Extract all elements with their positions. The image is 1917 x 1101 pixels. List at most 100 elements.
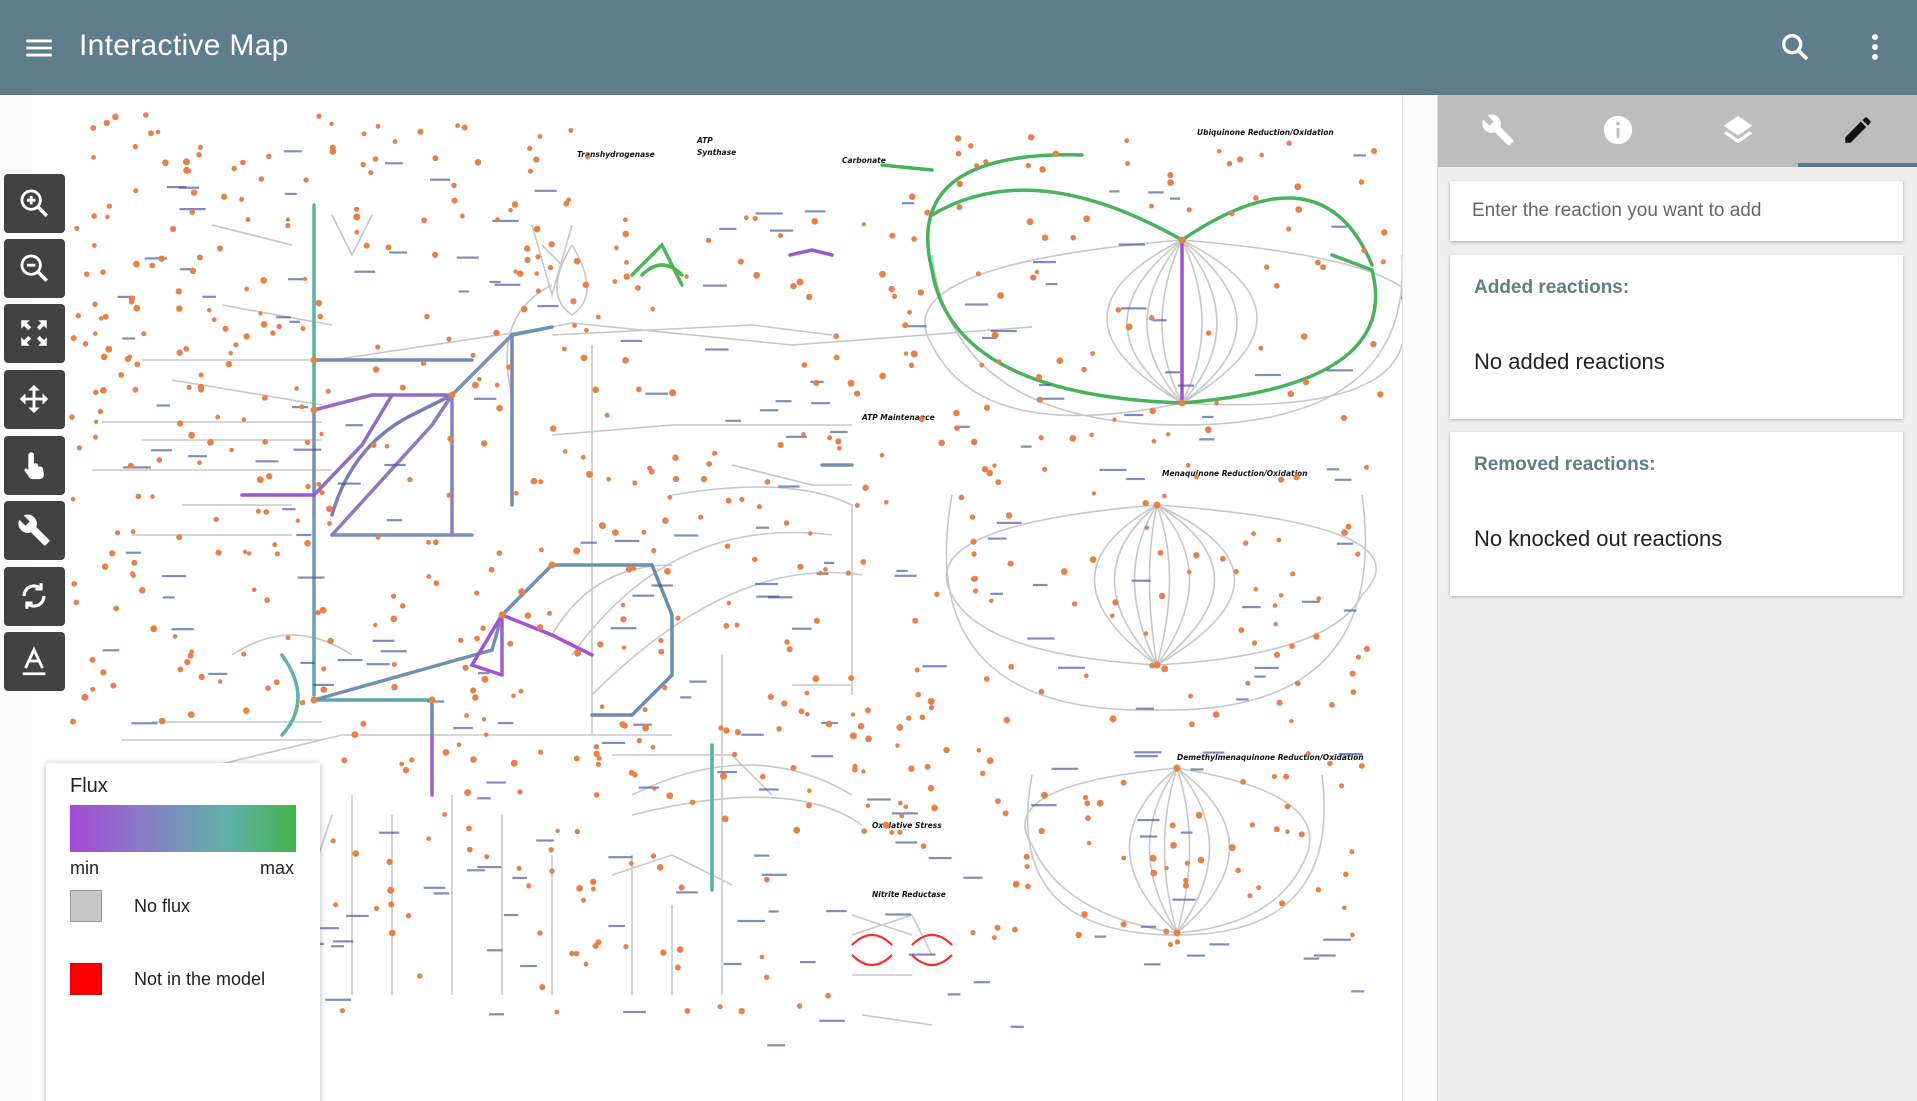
- metabolite-node[interactable]: [1023, 853, 1030, 860]
- metabolite-node[interactable]: [149, 262, 156, 269]
- metabolite-node[interactable]: [239, 196, 245, 202]
- metabolite-node[interactable]: [1197, 856, 1205, 864]
- metabolite-node[interactable]: [527, 168, 534, 174]
- metabolite-node[interactable]: [537, 134, 543, 139]
- metabolite-node[interactable]: [1343, 871, 1349, 878]
- metabolite-node[interactable]: [530, 477, 538, 485]
- metabolite-node[interactable]: [596, 755, 602, 761]
- metabolite-node[interactable]: [432, 251, 439, 258]
- metabolite-node[interactable]: [1212, 711, 1220, 718]
- refresh-button[interactable]: [4, 567, 65, 626]
- metabolite-node[interactable]: [405, 913, 412, 919]
- metabolite-node[interactable]: [593, 744, 600, 750]
- metabolite-node[interactable]: [459, 213, 465, 219]
- metabolite-node[interactable]: [373, 905, 380, 912]
- metabolite-node[interactable]: [1283, 773, 1290, 780]
- metabolite-node[interactable]: [326, 505, 333, 513]
- metabolite-node[interactable]: [222, 325, 229, 332]
- metabolite-node[interactable]: [1358, 179, 1365, 185]
- metabolite-node[interactable]: [90, 686, 96, 692]
- metabolite-node[interactable]: [518, 588, 525, 596]
- metabolite-node[interactable]: [1091, 491, 1097, 496]
- metabolite-node[interactable]: [625, 566, 633, 573]
- metabolite-node[interactable]: [798, 708, 805, 715]
- metabolite-node[interactable]: [796, 278, 804, 286]
- metabolite-node[interactable]: [69, 414, 75, 420]
- metabolite-node[interactable]: [1294, 183, 1302, 191]
- metabolite-node[interactable]: [1220, 555, 1226, 562]
- metabolite-node[interactable]: [373, 622, 378, 628]
- zoom-extent-button[interactable]: [4, 304, 65, 363]
- metabolite-node[interactable]: [548, 241, 555, 248]
- metabolite-node[interactable]: [488, 566, 495, 573]
- metabolite-node[interactable]: [1329, 701, 1335, 708]
- metabolite-node[interactable]: [968, 143, 974, 149]
- metabolite-node[interactable]: [1082, 794, 1089, 801]
- metabolite-node[interactable]: [550, 425, 557, 432]
- metabolite-node[interactable]: [466, 825, 472, 832]
- metabolite-node[interactable]: [133, 188, 139, 194]
- metabolite-node[interactable]: [432, 155, 439, 162]
- metabolite-node[interactable]: [375, 123, 381, 129]
- metabolite-node[interactable]: [372, 156, 379, 162]
- metabolite-node[interactable]: [176, 305, 183, 312]
- text-button[interactable]: [4, 632, 65, 691]
- metabolite-node[interactable]: [580, 454, 586, 460]
- metabolite-node[interactable]: [538, 749, 544, 755]
- metabolite-node[interactable]: [258, 176, 265, 182]
- metabolite-node[interactable]: [70, 335, 77, 342]
- metabolite-node[interactable]: [903, 351, 909, 356]
- metabolite-node[interactable]: [888, 285, 895, 293]
- metabolite-node[interactable]: [1287, 390, 1295, 398]
- metabolite-node[interactable]: [539, 984, 546, 991]
- metabolite-node[interactable]: [1243, 540, 1249, 546]
- metabolite-node[interactable]: [656, 864, 664, 871]
- metabolite-node[interactable]: [1284, 803, 1291, 810]
- metabolite-hub-node[interactable]: [310, 406, 318, 414]
- metabolite-node[interactable]: [474, 635, 480, 642]
- metabolite-node[interactable]: [474, 159, 482, 166]
- metabolite-node[interactable]: [511, 693, 516, 699]
- metabolite-node[interactable]: [658, 637, 664, 644]
- metabolite-node[interactable]: [513, 490, 519, 496]
- metabolite-node[interactable]: [148, 130, 154, 137]
- metabolite-node[interactable]: [833, 333, 840, 339]
- metabolite-node[interactable]: [1377, 391, 1384, 398]
- metabolite-node[interactable]: [807, 788, 812, 794]
- metabolite-node[interactable]: [1286, 140, 1292, 146]
- metabolite-node[interactable]: [911, 236, 917, 242]
- metabolite-node[interactable]: [568, 128, 574, 133]
- metabolite-node[interactable]: [442, 812, 447, 817]
- metabolite-node[interactable]: [197, 460, 202, 466]
- metabolite-node[interactable]: [409, 757, 415, 763]
- metabolite-node[interactable]: [1149, 854, 1157, 862]
- metabolite-node[interactable]: [1041, 791, 1048, 799]
- metabolite-node[interactable]: [128, 299, 135, 305]
- metabolite-node[interactable]: [595, 761, 602, 768]
- metabolite-node[interactable]: [1185, 462, 1191, 468]
- select-button[interactable]: [4, 436, 65, 495]
- metabolite-node[interactable]: [197, 144, 203, 150]
- metabolite-node[interactable]: [604, 412, 610, 418]
- metabolite-node[interactable]: [270, 330, 276, 336]
- metabolite-node[interactable]: [516, 865, 522, 871]
- metabolite-node[interactable]: [233, 342, 239, 348]
- metabolite-node[interactable]: [158, 255, 165, 262]
- metabolite-node[interactable]: [1350, 932, 1355, 938]
- metabolite-node[interactable]: [902, 322, 909, 329]
- metabolite-node[interactable]: [641, 529, 647, 535]
- metabolite-node[interactable]: [73, 599, 80, 606]
- metabolite-node[interactable]: [573, 951, 580, 957]
- metabolite-node[interactable]: [991, 935, 997, 941]
- metabolite-node[interactable]: [316, 481, 322, 487]
- metabolite-node[interactable]: [399, 761, 405, 767]
- metabolite-node[interactable]: [554, 1009, 560, 1015]
- metabolite-node[interactable]: [243, 707, 250, 714]
- metabolite-node[interactable]: [1356, 654, 1361, 660]
- metabolite-node[interactable]: [738, 1007, 745, 1015]
- metabolite-node[interactable]: [721, 815, 729, 823]
- metabolite-node[interactable]: [533, 156, 540, 163]
- metabolite-node[interactable]: [992, 463, 997, 468]
- metabolite-node[interactable]: [172, 634, 178, 639]
- more-vert-icon[interactable]: [1858, 30, 1892, 64]
